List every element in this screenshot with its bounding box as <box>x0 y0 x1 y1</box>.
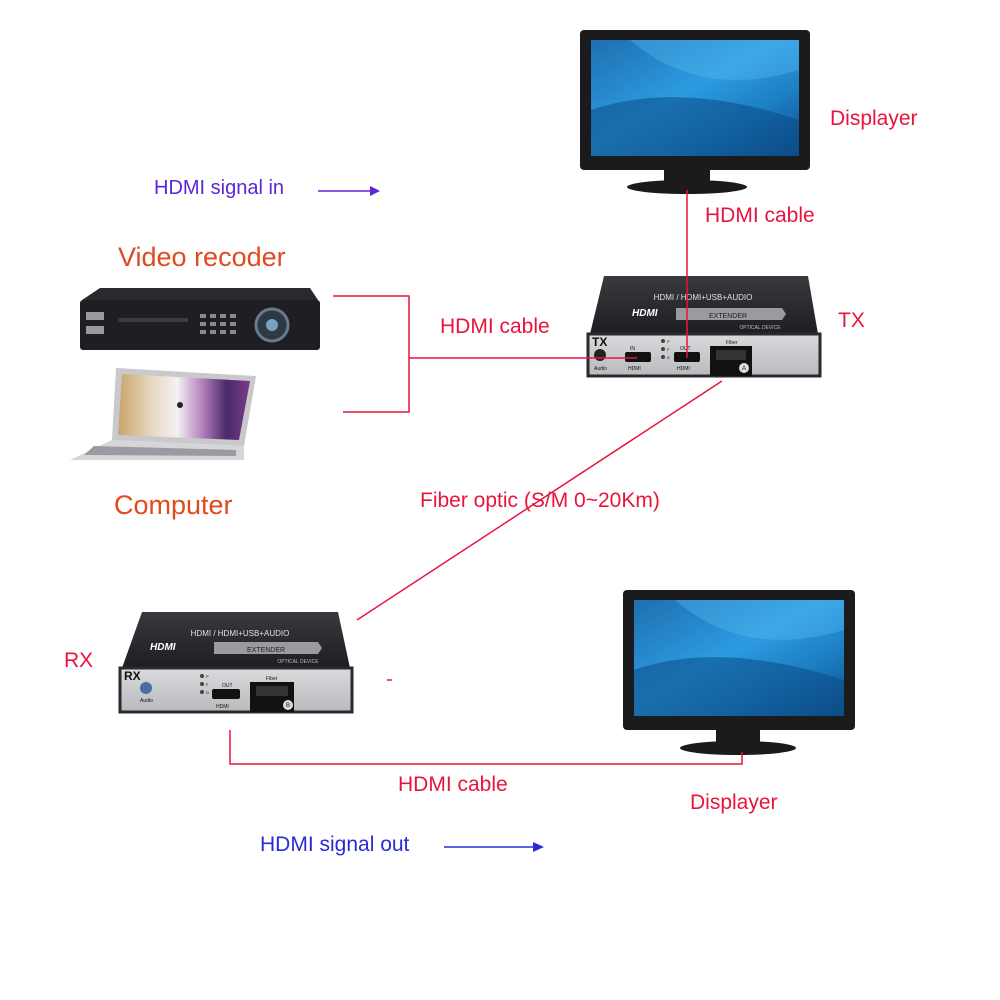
rx-led-p: P <box>206 674 209 679</box>
displayer-top-label: Displayer <box>830 107 918 130</box>
displayer-bottom-monitor <box>623 590 855 755</box>
rx-port: B <box>286 703 290 709</box>
source-bracket-line <box>333 295 410 413</box>
tx-port: A <box>742 366 746 372</box>
rx-fiber: Fiber <box>266 676 278 682</box>
rx-label: RX <box>64 649 94 672</box>
tx-in: IN <box>630 346 635 352</box>
rx-led-f: F <box>206 682 209 687</box>
displayer-top-monitor <box>580 30 810 194</box>
tx-top-text: HDMI / HDMI+USB+AUDIO <box>654 293 753 302</box>
hdmi-out-arrow-icon <box>444 842 544 852</box>
video-recorder-device <box>80 288 320 350</box>
rx-tag: RX <box>124 669 141 683</box>
video-recorder-label: Video recoder <box>118 242 286 272</box>
rx-extender-device: HDMI / HDMI+USB+AUDIO HDMI EXTENDER OPTI… <box>118 612 354 714</box>
rx-hdmi: HDMI <box>216 704 229 710</box>
tx-led-d: D <box>667 355 670 360</box>
tx-led-p: P <box>667 339 670 344</box>
hdmi-cable-bottom-line <box>229 730 743 765</box>
rx-out: OUT <box>222 683 233 689</box>
rx-top-text: HDMI / HDMI+USB+AUDIO <box>191 629 290 638</box>
tx-led-f: F <box>667 347 670 352</box>
hdmi-cable-bottom-label: HDMI cable <box>398 773 508 796</box>
rx-sub: EXTENDER <box>247 647 285 654</box>
rx-audio: Audio <box>140 698 153 704</box>
tx-label: TX <box>838 309 865 332</box>
tx-audio: Audio <box>594 366 607 372</box>
computer-laptop <box>70 368 256 460</box>
tx-hdmi-2: HDMI <box>677 366 690 372</box>
tx-brand: HDMI <box>632 308 658 319</box>
computer-label: Computer <box>114 490 233 520</box>
hdmi-cable-tx-label: HDMI cable <box>440 315 550 338</box>
tx-optical: OPTICAL DEVICE <box>739 325 781 331</box>
hdmi-in-arrow-icon <box>318 186 380 196</box>
displayer-bottom-label: Displayer <box>690 791 778 814</box>
fiber-optic-label: Fiber optic (S/M 0~20Km) <box>420 489 660 512</box>
tx-out: OUT <box>680 346 691 352</box>
hdmi-cable-top-label: HDMI cable <box>705 204 815 227</box>
tx-sub: EXTENDER <box>709 313 747 320</box>
rx-optical: OPTICAL DEVICE <box>277 659 319 665</box>
tx-tag: TX <box>592 335 607 349</box>
tx-extender-device: HDMI / HDMI+USB+AUDIO HDMI EXTENDER OPTI… <box>586 276 822 378</box>
cables <box>229 190 743 765</box>
rx-led-d: D <box>206 690 209 695</box>
tx-fiber: Fiber <box>726 340 738 346</box>
hdmi-signal-in-label: HDMI signal in <box>154 177 285 199</box>
hdmi-signal-out-label: HDMI signal out <box>260 833 410 856</box>
fiber-optic-line <box>356 380 723 621</box>
tx-hdmi-1: HDMI <box>628 366 641 372</box>
rx-brand: HDMI <box>150 642 176 653</box>
